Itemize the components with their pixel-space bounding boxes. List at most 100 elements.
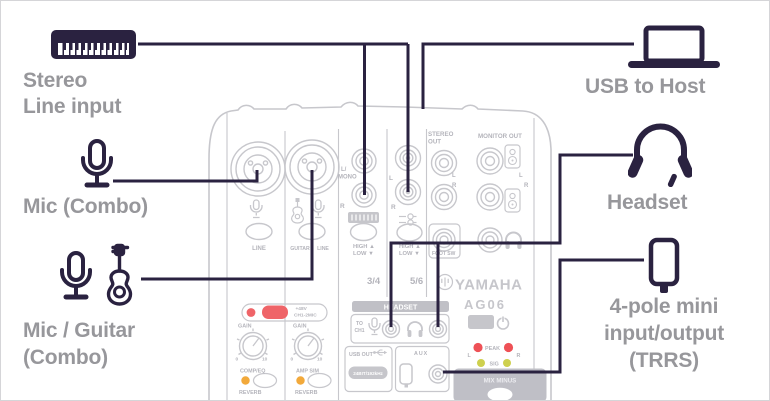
headset-icon	[628, 123, 692, 187]
mix-minus-switch	[487, 387, 513, 400]
headset-label: Headset	[607, 191, 688, 214]
stereo-r-label: R	[452, 183, 457, 189]
microphone-icon	[368, 317, 381, 336]
level-pad-34	[349, 222, 378, 242]
usb-spec-badge	[348, 366, 388, 379]
phantom-label: +48V	[296, 306, 308, 312]
mic-guitar-combo-label: Mic / Guitar (Combo)	[23, 319, 135, 369]
phantom-led	[246, 308, 256, 317]
mixer-outline	[208, 101, 552, 400]
power-switch	[468, 315, 494, 329]
r-label-56: R	[391, 204, 396, 211]
reverb-label-ch1: REVERB	[239, 390, 262, 396]
stereo-out-label: STEREO	[428, 131, 454, 138]
phones-jack	[477, 227, 503, 253]
model-label: AG06	[464, 297, 506, 312]
sig-led-r	[503, 359, 511, 367]
smartphone-icon	[399, 363, 413, 388]
guitar-label-ch2: GUITAR	[290, 246, 310, 252]
amp-sim-label: AMP SIM	[296, 369, 319, 375]
phantom-label2: CH1-2MIC	[294, 313, 317, 319]
to-ch1-label2: CH1	[355, 328, 365, 334]
keyboard-icon	[51, 30, 136, 59]
l-label-56: L	[389, 175, 393, 182]
smartphone-icon	[648, 237, 680, 293]
brand-logo: YAMAHA	[455, 277, 522, 294]
foot-sw-jack	[432, 228, 456, 252]
stereo-out-jacks	[430, 149, 458, 211]
microphone-icon	[60, 251, 92, 300]
ch56-label: 5/6	[410, 276, 423, 287]
guitar-icon	[106, 243, 133, 306]
usb-to-host-label: USB to Host	[585, 75, 706, 98]
guitar-icon	[290, 198, 305, 224]
comp-eq-button	[252, 372, 278, 389]
line-trrs	[443, 258, 644, 374]
foot-sw-box	[428, 223, 461, 259]
usb-icon	[373, 349, 388, 356]
level-pad-56	[396, 223, 423, 242]
ch34-label: 3/4	[367, 276, 381, 287]
amp-sim-led	[296, 376, 305, 385]
gain-label-ch1: GAIN	[238, 324, 252, 330]
knob-min-ch1: 0	[236, 357, 239, 363]
headphone-icon	[407, 321, 423, 337]
l-mono-label2: MONO	[338, 175, 357, 181]
phantom-switch-pill	[241, 303, 328, 322]
gain-knob-ch2	[291, 328, 325, 361]
line-usb-to-host	[421, 42, 634, 109]
microphone-icon	[249, 199, 263, 219]
low-label-34: LOW ▼	[353, 251, 374, 257]
stereo-out-label2: OUT	[428, 139, 441, 146]
foot-sw-label: FOOT SW	[432, 251, 456, 257]
monitor-out-label: MONITOR OUT	[478, 133, 522, 140]
monitor-out-jacks	[476, 147, 504, 211]
headset-section-header	[352, 301, 449, 312]
mix-minus-label: MIX MINUS	[484, 378, 517, 385]
led-l-label: L	[468, 353, 472, 359]
stereo-l-label: L	[452, 173, 456, 179]
aux-jack	[428, 364, 448, 384]
monitor-l-label: L	[519, 173, 523, 179]
headset-title: HEADSET	[384, 305, 418, 312]
gain-label-ch2: GAIN	[293, 324, 307, 330]
line-headset	[389, 153, 633, 327]
headset-section-box	[350, 313, 450, 344]
speaker-icon	[504, 188, 521, 213]
trrs-label: 4-pole mini input/output (TRRS)	[603, 295, 725, 372]
l-mono-label: L/	[341, 167, 347, 173]
monitor-r-label: R	[524, 183, 529, 189]
low-label-56: LOW ▼	[399, 251, 420, 257]
high-label-56: HIGH ▲	[399, 244, 421, 250]
sig-label: SIG	[490, 362, 499, 368]
pad-ch1	[245, 222, 273, 241]
r-label-34: R	[340, 203, 345, 210]
reverb-label-ch2: REVERB	[295, 390, 318, 396]
microphone-icon	[311, 199, 325, 219]
mix-minus-box	[453, 368, 547, 400]
line-mic-combo	[113, 170, 259, 183]
led-r-label: R	[517, 353, 521, 359]
phantom-slider	[262, 305, 288, 319]
line-label-ch2: LINE	[317, 246, 329, 252]
microphone-icon	[81, 139, 113, 188]
mic-combo-label: Mic (Combo)	[23, 195, 148, 218]
to-ch1-label: TO	[356, 321, 363, 327]
peak-led-r	[503, 342, 514, 353]
usb-out-label: USB OUT	[349, 352, 374, 358]
aux-label: AUX	[414, 351, 428, 357]
aux-box	[394, 345, 450, 393]
gain-knob-ch1	[236, 328, 270, 361]
speaker-icon	[504, 144, 521, 169]
laptop-icon	[628, 25, 720, 68]
amp-sim-button	[307, 372, 332, 389]
stereo-line-input-label: Stereo Line input	[23, 69, 122, 118]
knob-max-ch1: 10	[262, 357, 268, 363]
high-label-34: HIGH ▲	[353, 244, 375, 250]
sig-led-l	[477, 359, 485, 367]
peak-label: PEAK	[485, 346, 500, 352]
comp-eq-label: COMP/EQ	[240, 369, 265, 375]
